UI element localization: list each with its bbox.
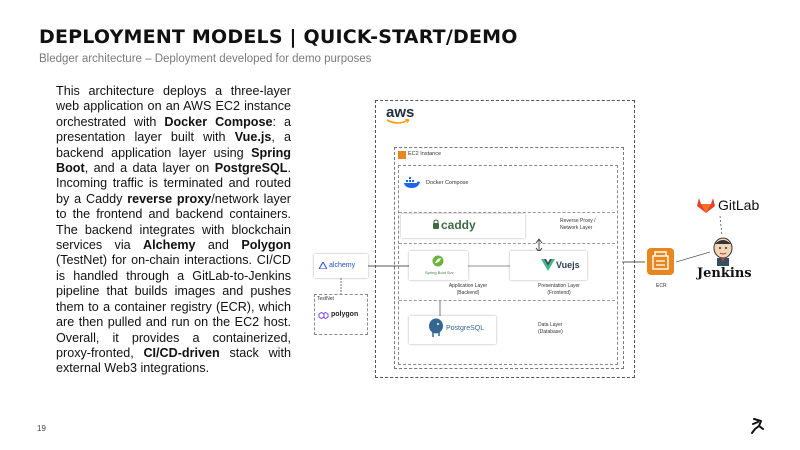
aws-cloud-boundary xyxy=(375,100,635,378)
caddy-logo-text: caddy xyxy=(441,218,476,232)
ecr-registry-icon xyxy=(647,248,674,275)
page-subtitle: Bledger architecture – Deployment develo… xyxy=(39,53,372,65)
app-layer-label-line2: (Backend) xyxy=(456,290,480,296)
pres-layer-label-line2: (Frontend) xyxy=(547,290,571,296)
pres-layer-label-line1: Presentation Layer xyxy=(538,283,580,289)
page-number: 19 xyxy=(37,424,46,433)
reverse-proxy-label-line2: Network Layer xyxy=(560,225,593,231)
ecr-label: ECR xyxy=(656,283,667,289)
connector-gitlab-jenkins xyxy=(719,215,723,237)
reverse-proxy-label-line1: Reverse Proxy / xyxy=(560,218,596,224)
reverse-proxy-label: Reverse Proxy / Network Layer xyxy=(560,218,596,232)
app-layer-label-line1: Application Layer xyxy=(448,283,488,289)
body-bold-term: reverse proxy xyxy=(127,191,212,206)
body-text-run: : a presentation layer built with xyxy=(56,114,291,145)
body-text-run: and xyxy=(195,238,242,253)
runner-logo-icon xyxy=(751,418,764,434)
data-layer-label: Data Layer (Database) xyxy=(538,322,563,336)
vue-label: Vuejs xyxy=(556,260,580,270)
application-layer-row xyxy=(399,242,615,301)
caddy-icon xyxy=(433,219,439,229)
alchemy-icon xyxy=(319,262,327,269)
polygon-icon xyxy=(318,311,329,320)
postgresql-label: PostgreSQL xyxy=(446,325,485,332)
caddy-card xyxy=(401,214,525,238)
testnet-label: TestNet xyxy=(317,296,334,302)
gitlab-icon xyxy=(697,198,715,213)
docker-compose-label: Docker Compose xyxy=(426,180,469,186)
body-text-run: /network layer to the frontend and backe… xyxy=(56,191,291,253)
body-text-run: stack with external Web3 integrations. xyxy=(56,345,291,376)
body-text-run: , a backend application layer using xyxy=(56,130,291,160)
testnet-box xyxy=(314,294,368,335)
reverse-proxy-layer xyxy=(399,212,615,244)
alchemy-label: alchemy xyxy=(329,262,356,269)
ec2-icon xyxy=(398,151,406,159)
docker-compose-box xyxy=(398,165,618,365)
spring-boot-label: Spring Boot Svc xyxy=(425,270,454,275)
data-layer-label-line2: (Database) xyxy=(538,329,563,335)
body-bold-term: Vue.js xyxy=(234,130,272,145)
jenkins-label: Jenkins xyxy=(697,266,752,281)
spring-boot-icon xyxy=(432,255,444,267)
aws-logo: aws xyxy=(386,104,415,121)
body-bold-term: CI/CD-driven xyxy=(143,345,220,360)
description-paragraph: This architecture deploys a three-layer … xyxy=(56,84,291,377)
body-bold-term: Docker Compose xyxy=(164,114,273,129)
page-title: DEPLOYMENT MODELS | QUICK-START/DEMO xyxy=(39,26,518,48)
jenkins-icon xyxy=(713,237,733,266)
data-layer-label-line1: Data Layer xyxy=(538,322,563,328)
body-bold-term: Polygon xyxy=(241,238,291,253)
vue-icon xyxy=(541,259,555,271)
body-bold-term: Alchemy xyxy=(143,238,196,253)
presentation-layer-label: Presentation Layer (Frontend) xyxy=(528,283,590,297)
gitlab-label: GitLab xyxy=(718,197,760,213)
polygon-label: polygon xyxy=(331,311,359,318)
body-bold-term: PostgreSQL xyxy=(214,161,288,176)
body-bold-term: Spring Boot xyxy=(56,145,291,176)
application-layer-label: Application Layer (Backend) xyxy=(442,283,494,297)
connector-jenkins-ecr xyxy=(675,251,711,263)
postgresql-card xyxy=(409,316,496,344)
aws-smile-icon xyxy=(386,119,410,124)
body-text-run: . Incoming traffic is terminated and rou… xyxy=(56,161,291,206)
docker-icon xyxy=(404,177,420,188)
ec2-instance-box xyxy=(394,147,624,369)
body-text-run: , and a data layer on xyxy=(84,161,215,176)
postgresql-elephant-icon xyxy=(429,318,443,337)
body-text-run: (TestNet) for on-chain interactions. CI/… xyxy=(56,253,291,360)
ec2-label: EC2 Instance xyxy=(408,151,442,157)
alchemy-card xyxy=(314,254,368,278)
body-text-run: This architecture deploys a three-layer … xyxy=(56,84,291,129)
